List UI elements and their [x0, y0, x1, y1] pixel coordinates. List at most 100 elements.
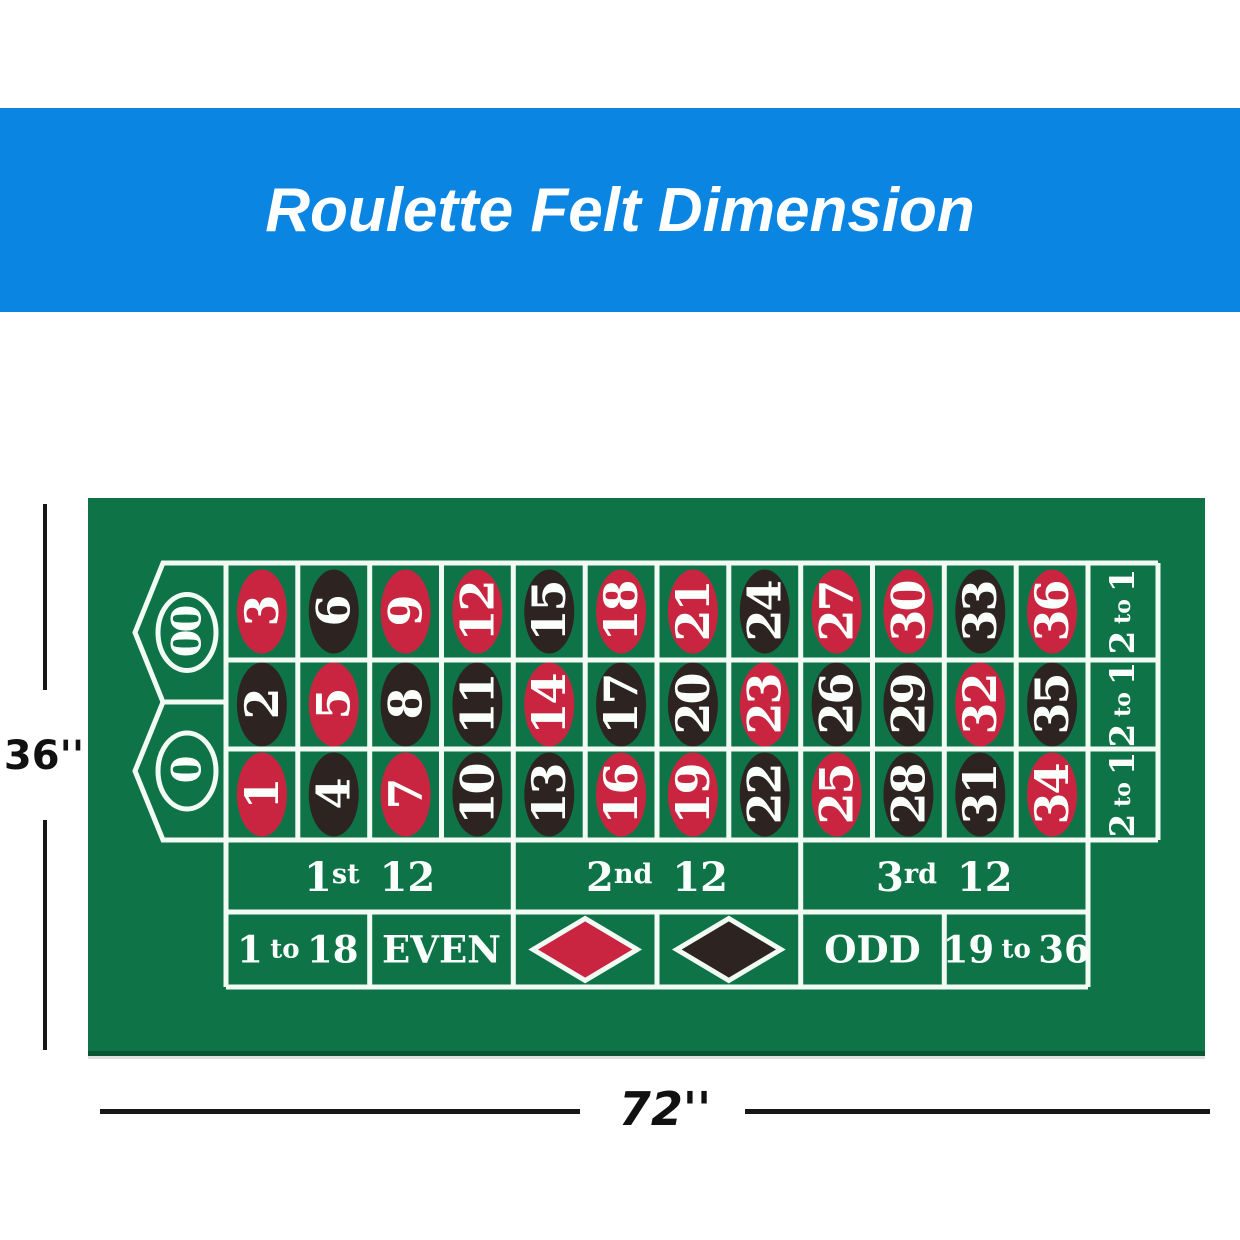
- number-oval: [739, 752, 790, 837]
- number-cell-23: 23: [738, 662, 792, 747]
- number-cell-25: 25: [810, 752, 864, 837]
- number-oval: [739, 662, 790, 747]
- number-label: 35: [1025, 674, 1079, 734]
- number-cell-11: 11: [450, 662, 504, 747]
- outside-bet-label: 1 to 18: [237, 928, 358, 972]
- number-oval: [811, 569, 862, 654]
- number-cell-34: 34: [1025, 752, 1079, 837]
- grid-horizontal-lines: [226, 560, 1158, 990]
- number-oval: [452, 569, 503, 654]
- number-oval: [955, 569, 1006, 654]
- number-oval: [667, 752, 718, 837]
- number-oval: [524, 662, 575, 747]
- column-bet-label: 2 to 1: [1103, 752, 1143, 838]
- number-oval: [955, 662, 1006, 747]
- number-cell-16: 16: [594, 752, 648, 837]
- height-dimension-label: 36'': [3, 733, 85, 779]
- number-label: 21: [666, 581, 720, 641]
- zero-label: 0: [164, 757, 211, 783]
- number-label: 16: [594, 764, 648, 824]
- number-label: 34: [1025, 764, 1079, 825]
- number-oval: [524, 752, 575, 837]
- number-label: 31: [953, 764, 1007, 824]
- number-label: 32: [953, 674, 1007, 734]
- number-label: 2: [235, 689, 289, 719]
- number-oval: [236, 569, 287, 654]
- number-cell-26: 26: [810, 662, 864, 747]
- number-label: 6: [307, 596, 361, 626]
- height-dimension-line-bottom: [43, 820, 47, 1050]
- number-oval: [380, 662, 431, 747]
- number-label: 19: [666, 764, 720, 824]
- number-oval: [883, 752, 934, 837]
- zero-cells: 00 0: [132, 560, 226, 843]
- number-oval: [811, 662, 862, 747]
- diamond-black: [671, 915, 786, 984]
- number-label: 29: [881, 674, 935, 734]
- number-label: 17: [594, 674, 648, 734]
- page-title: Roulette Felt Dimension: [265, 175, 975, 245]
- number-cell-6: 6: [307, 569, 361, 654]
- number-cell-24: 24: [738, 569, 792, 654]
- dozen-bet-label: 2nd 12: [586, 854, 728, 901]
- number-cell-15: 15: [522, 569, 576, 654]
- number-oval: [596, 752, 647, 837]
- number-cell-35: 35: [1025, 662, 1079, 747]
- number-oval: [308, 662, 359, 747]
- column-bet-label: 2 to 1: [1103, 569, 1143, 655]
- number-cell-13: 13: [522, 752, 576, 837]
- zero-pentagon: [132, 699, 226, 843]
- number-cell-36: 36: [1025, 569, 1079, 654]
- number-oval: [596, 662, 647, 747]
- number-label: 4: [307, 779, 361, 810]
- number-label: 23: [738, 674, 792, 734]
- outside-divider-lines: [367, 912, 947, 987]
- number-cell-5: 5: [307, 662, 361, 747]
- dozen-bet-label: 1st 12: [304, 854, 435, 901]
- number-cell-12: 12: [450, 569, 504, 654]
- number-oval: [739, 569, 790, 654]
- number-oval: [308, 752, 359, 837]
- number-label: 24: [738, 581, 792, 642]
- number-label: 27: [810, 581, 864, 641]
- number-label: 15: [522, 581, 576, 641]
- title-banner: Roulette Felt Dimension: [0, 108, 1240, 312]
- number-cell-32: 32: [953, 662, 1007, 747]
- number-label: 25: [810, 764, 864, 824]
- number-oval: [955, 752, 1006, 837]
- number-cell-3: 3: [235, 569, 289, 654]
- number-cell-29: 29: [881, 662, 935, 747]
- number-oval: [236, 752, 287, 837]
- number-label: 3: [235, 596, 289, 626]
- number-oval: [667, 662, 718, 747]
- number-oval: [380, 569, 431, 654]
- number-cell-9: 9: [379, 569, 433, 654]
- diamond-red: [528, 915, 643, 984]
- double-zero-ring: [155, 592, 219, 673]
- column-bets: 2 to 12 to 12 to 1: [1103, 569, 1143, 838]
- number-label: 13: [522, 764, 576, 824]
- number-label: 22: [738, 764, 792, 824]
- number-oval: [596, 569, 647, 654]
- number-cell-10: 10: [450, 752, 504, 837]
- number-label: 11: [450, 674, 504, 734]
- width-dimension-label: 72'': [618, 1082, 712, 1136]
- number-oval: [1027, 569, 1078, 654]
- number-label: 14: [522, 674, 576, 735]
- grid-vertical-lines: [223, 563, 1161, 987]
- number-label: 8: [379, 689, 433, 719]
- number-cell-1: 1: [235, 752, 289, 837]
- width-dimension-line-right: [745, 1109, 1210, 1114]
- width-dimension-line-left: [100, 1109, 580, 1114]
- number-cell-14: 14: [522, 662, 576, 747]
- number-cell-19: 19: [666, 752, 720, 837]
- number-label: 36: [1025, 581, 1079, 641]
- column-bet-label: 2 to 1: [1103, 662, 1143, 748]
- number-cell-33: 33: [953, 569, 1007, 654]
- dozen-divider-lines: [510, 840, 804, 912]
- number-oval: [452, 662, 503, 747]
- number-cell-20: 20: [666, 662, 720, 747]
